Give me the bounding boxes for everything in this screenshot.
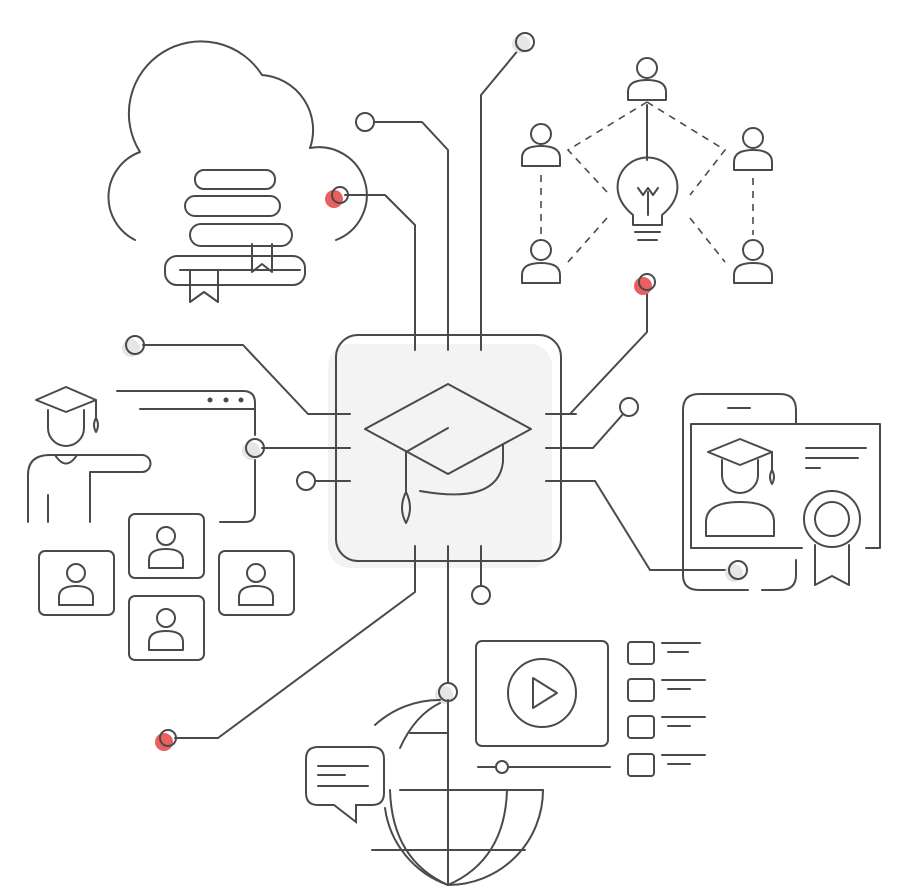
circuit-nodes [122, 32, 748, 751]
teacher-presentation-icon [27, 386, 256, 523]
checklist-icon [627, 641, 706, 777]
person-icon [733, 127, 773, 171]
chat-bubble-icon [305, 746, 385, 825]
video-player-icon [475, 640, 611, 774]
person-icon [733, 239, 773, 284]
lightbulb-network-icon [521, 57, 773, 284]
person-icon [521, 239, 561, 284]
cloud-books-icon [107, 40, 368, 303]
person-icon [521, 123, 561, 167]
mobile-certificate-icon [682, 393, 881, 591]
chip-graduation-cap [319, 319, 577, 577]
globe-icon [371, 698, 544, 886]
video-conference-icon [38, 513, 295, 661]
person-icon [627, 57, 667, 101]
